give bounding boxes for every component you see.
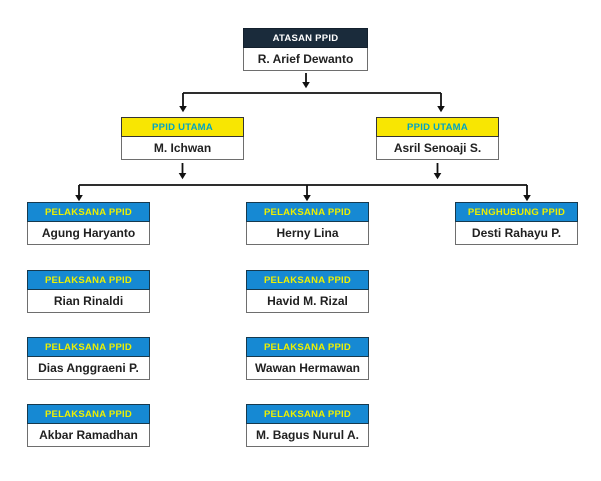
node-person-name: Akbar Ramadhan (27, 424, 150, 447)
org-node-pelaksana-5: PELAKSANA PPID Dias Anggraeni P. (27, 337, 150, 380)
node-person-name: R. Arief Dewanto (243, 48, 368, 71)
node-title: PENGHUBUNG PPID (455, 202, 578, 222)
node-title: ATASAN PPID (243, 28, 368, 48)
node-title: PELAKSANA PPID (27, 202, 150, 222)
node-title: PELAKSANA PPID (246, 404, 369, 424)
org-node-pelaksana-7: PELAKSANA PPID Akbar Ramadhan (27, 404, 150, 447)
node-person-name: Wawan Hermawan (246, 357, 369, 380)
node-title: PELAKSANA PPID (27, 404, 150, 424)
node-person-name: Havid M. Rizal (246, 290, 369, 313)
org-node-ppid-utama-left: PPID UTAMA M. Ichwan (121, 117, 244, 160)
org-node-pelaksana-6: PELAKSANA PPID Wawan Hermawan (246, 337, 369, 380)
node-person-name: Dias Anggraeni P. (27, 357, 150, 380)
org-node-pelaksana-8: PELAKSANA PPID M. Bagus Nurul A. (246, 404, 369, 447)
node-person-name: Desti Rahayu P. (455, 222, 578, 245)
node-title: PELAKSANA PPID (27, 337, 150, 357)
node-title: PPID UTAMA (121, 117, 244, 137)
node-person-name: Herny Lina (246, 222, 369, 245)
org-node-atasan-ppid: ATASAN PPID R. Arief Dewanto (243, 28, 368, 71)
node-person-name: Agung Haryanto (27, 222, 150, 245)
org-node-ppid-utama-right: PPID UTAMA Asril Senoaji S. (376, 117, 499, 160)
org-node-pelaksana-1: PELAKSANA PPID Agung Haryanto (27, 202, 150, 245)
node-title: PELAKSANA PPID (246, 202, 369, 222)
node-title: PELAKSANA PPID (27, 270, 150, 290)
org-node-pelaksana-2: PELAKSANA PPID Herny Lina (246, 202, 369, 245)
node-person-name: M. Ichwan (121, 137, 244, 160)
node-title: PELAKSANA PPID (246, 270, 369, 290)
node-person-name: Asril Senoaji S. (376, 137, 499, 160)
node-person-name: Rian Rinaldi (27, 290, 150, 313)
org-node-penghubung: PENGHUBUNG PPID Desti Rahayu P. (455, 202, 578, 245)
node-title: PPID UTAMA (376, 117, 499, 137)
node-title: PELAKSANA PPID (246, 337, 369, 357)
org-node-pelaksana-3: PELAKSANA PPID Rian Rinaldi (27, 270, 150, 313)
org-node-pelaksana-4: PELAKSANA PPID Havid M. Rizal (246, 270, 369, 313)
node-person-name: M. Bagus Nurul A. (246, 424, 369, 447)
